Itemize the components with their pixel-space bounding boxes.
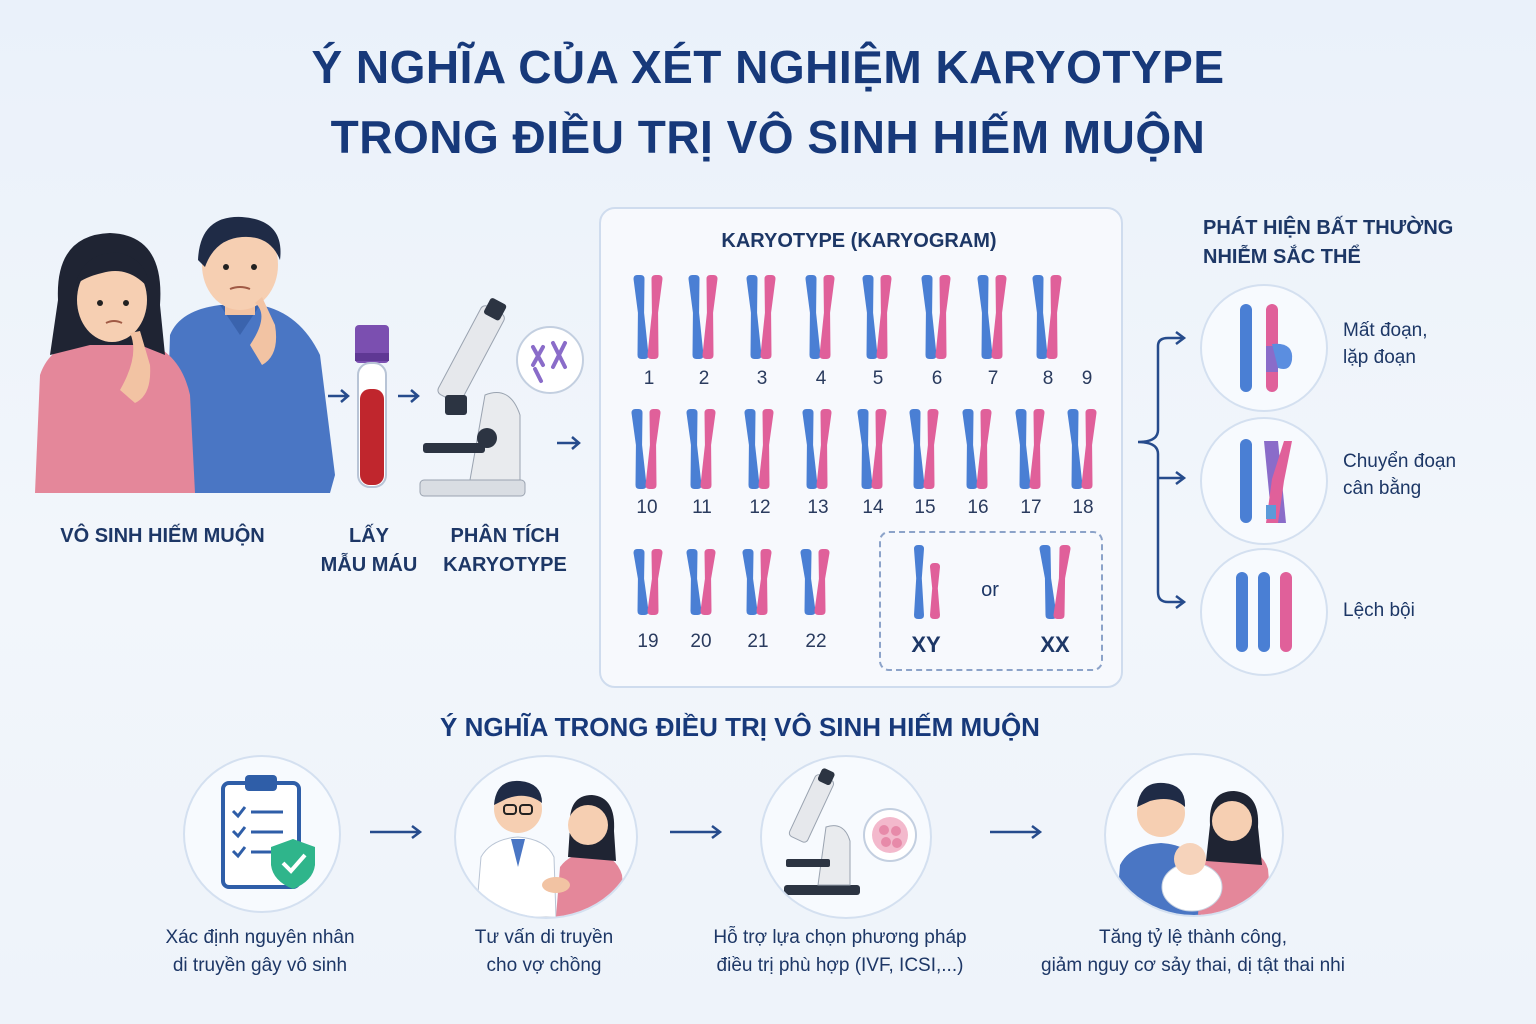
chromosome-pair-16: [1015, 409, 1045, 489]
chromosome-number: 9: [1081, 368, 1093, 389]
sex-label-xx: XX: [1040, 632, 1070, 657]
karyogram-chromosomes: [599, 207, 1119, 684]
chromosome-pair-6: [921, 275, 951, 359]
chromosome-pair-13: [857, 409, 887, 489]
chromosome-number: 22: [805, 631, 827, 652]
chromosome-number: 21: [747, 631, 769, 652]
arrow-icon: [396, 386, 422, 406]
analysis-label-2: KARYOTYPE: [443, 554, 567, 576]
abnormal-item-2-line2: cân bằng: [1343, 478, 1422, 499]
meaning-item-3-line1: Hỗ trợ lựa chọn phương pháp: [713, 927, 967, 948]
chromosome-pair-9: [631, 409, 661, 489]
blood-tube-icon: [352, 323, 392, 491]
main-title-line1: Ý NGHĨA CỦA XÉT NGHIỆM KARYOTYPE: [311, 41, 1225, 93]
chromosome-number: 16: [967, 497, 989, 518]
chromosome-pair-3: [746, 275, 776, 359]
arrow-icon: [668, 822, 724, 842]
happy-family-icon: [1104, 753, 1284, 917]
chromosome-pair-14: [909, 409, 939, 489]
meaning-item-1-line2: di truyền gây vô sinh: [172, 955, 348, 976]
meaning-item-2-line1: Tư vấn di truyền: [474, 927, 614, 948]
chromosome-number: 4: [815, 368, 827, 389]
chromosome-number: 14: [862, 497, 884, 518]
chromosome-pair-19: [686, 549, 716, 615]
sex-label-or: or: [981, 579, 999, 601]
abnormal-item-3-line1: Lệch bội: [1343, 600, 1415, 621]
chromosome-number: 7: [987, 368, 999, 389]
chromosome-pair-2: [688, 275, 718, 359]
arrow-icon: [368, 822, 424, 842]
blood-sample-label-2: MẪU MÁU: [320, 554, 418, 576]
couple-label: VÔ SINH HIẾM MUỘN: [60, 525, 265, 547]
chromosome-pair-15: [962, 409, 992, 489]
abnormal-title-1: PHÁT HIỆN BẤT THƯỜNG: [1203, 217, 1454, 239]
chromosome-number: 11: [692, 497, 712, 518]
meaning-item-4-line1: Tăng tỷ lệ thành công,: [1098, 927, 1287, 948]
chromosome-pair-5: [862, 275, 892, 359]
chromosome-number: 19: [637, 631, 659, 652]
chromosome-number: 18: [1072, 497, 1094, 518]
sex-label-xy: XY: [911, 632, 941, 657]
chromosome-pair-4: [805, 275, 835, 359]
chromosome-pair-1: [633, 275, 663, 359]
chromosome-number: 8: [1042, 368, 1054, 389]
abnormal-item-1-line2: lặp đoạn: [1343, 347, 1416, 368]
arrow-icon: [555, 433, 583, 453]
chromosome-number: 5: [872, 368, 884, 389]
chromosome-number: 6: [931, 368, 943, 389]
chromosome-xx: [1039, 545, 1071, 619]
deletion-duplication-icon: [1200, 284, 1328, 412]
arrow-icon: [326, 386, 352, 406]
abnormal-title-2: NHIỄM SẮC THỂ: [1203, 246, 1361, 268]
chromosome-pair-7: [977, 275, 1007, 359]
chromosome-xy: [914, 545, 940, 619]
meaning-item-2-line2: cho vợ chồng: [486, 955, 602, 976]
chromosome-pair-20: [742, 549, 772, 615]
chromosome-number: 10: [636, 497, 658, 518]
abnormal-item-1-line1: Mất đoạn,: [1343, 320, 1428, 341]
microscope-icon: [415, 295, 585, 500]
chromosome-number: 3: [756, 368, 768, 389]
meaning-title: Ý NGHĨA TRONG ĐIỀU TRỊ VÔ SINH HIẾM MUỘN: [440, 712, 1040, 742]
chromosome-pair-17: [1067, 409, 1097, 489]
chromosome-number: 15: [914, 497, 936, 518]
chromosome-pair-8: [1032, 275, 1062, 359]
chromosome-pair-10: [686, 409, 716, 489]
chromosome-pair-18: [633, 549, 663, 615]
arrow-icon: [988, 822, 1044, 842]
chromosome-number: 17: [1020, 497, 1042, 518]
branch-arrows: [1130, 330, 1190, 615]
worried-couple-illustration: [30, 205, 340, 505]
abnormal-item-2-line1: Chuyển đoạn: [1343, 451, 1457, 472]
sex-chromosome-box: [879, 531, 1103, 671]
meaning-item-4-line2: giảm nguy cơ sảy thai, dị tật thai nhi: [1041, 955, 1345, 976]
chromosome-number: 12: [749, 497, 771, 518]
blood-sample-label-1: LẤY: [349, 525, 389, 547]
clipboard-shield-icon: [183, 755, 341, 913]
chromosome-pair-12: [802, 409, 832, 489]
main-title-line2: TRONG ĐIỀU TRỊ VÔ SINH HIẾM MUỘN: [330, 111, 1206, 163]
meaning-item-3-line2: điều trị phù hợp (IVF, ICSI,...): [716, 955, 964, 976]
aneuploidy-icon: [1200, 548, 1328, 676]
karyogram-title: KARYOTYPE (KARYOGRAM): [721, 230, 997, 252]
chromosome-number: 13: [807, 497, 829, 518]
chromosome-number: 2: [698, 368, 710, 389]
analysis-label-1: PHÂN TÍCH: [450, 525, 560, 547]
chromosome-pair-21: [800, 549, 830, 615]
chromosome-pair-11: [744, 409, 774, 489]
doctor-consult-icon: [454, 755, 638, 919]
microscope-embryo-icon: [760, 755, 932, 919]
balanced-translocation-icon: [1200, 417, 1328, 545]
chromosome-number: 20: [690, 631, 712, 652]
chromosome-number: 1: [643, 368, 655, 389]
meaning-item-1-line1: Xác định nguyên nhân: [165, 927, 355, 948]
